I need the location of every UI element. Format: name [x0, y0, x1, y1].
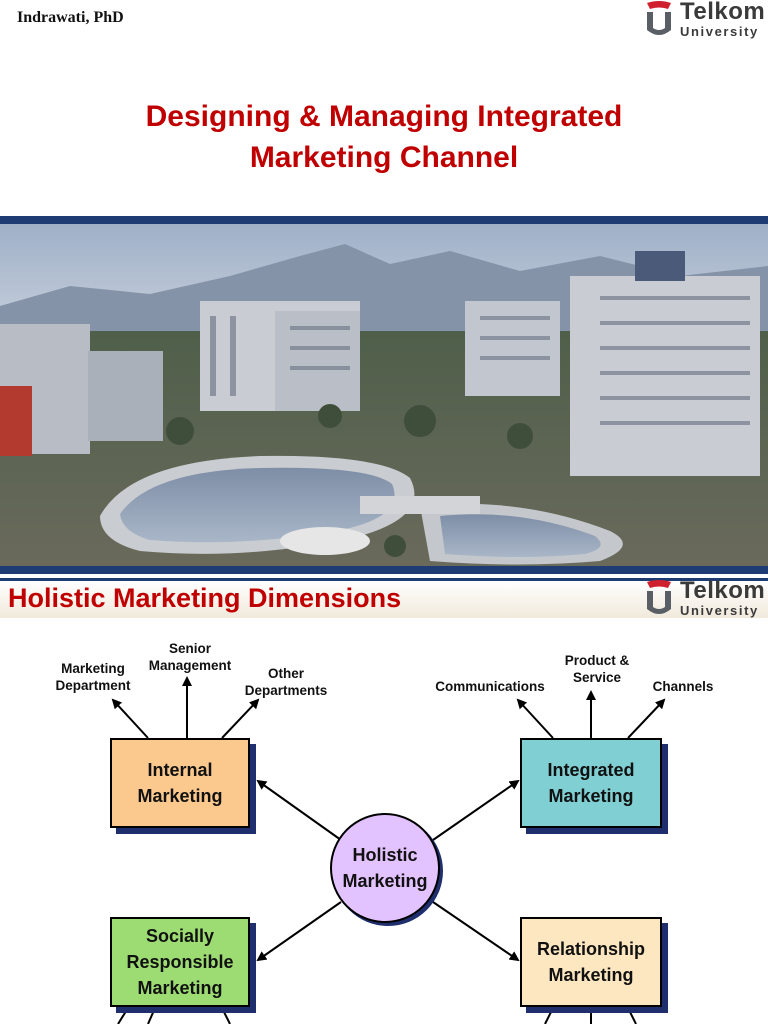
slide-header-banner: Holistic Marketing Dimensions Telkom Uni…	[0, 578, 768, 618]
author-name: Indrawati, PhD	[17, 9, 124, 26]
telkom-logo-mark-icon	[644, 0, 674, 38]
arrow-to-channels	[627, 698, 666, 739]
logo-word-telkom: Telkom	[680, 577, 766, 604]
arrow-stub-relationship-3	[627, 1007, 637, 1024]
holistic-marketing-hub: Holistic Marketing	[330, 813, 440, 923]
label-senior-management: Senior Management	[148, 641, 232, 673]
arrow-stub-relationship-1	[544, 1007, 554, 1024]
relationship-marketing-box: Relationship Marketing	[520, 917, 662, 1007]
arrow-hub-to-integrated	[432, 779, 520, 841]
holistic-marketing-label: Holistic Marketing	[342, 845, 428, 891]
slide-title: Designing & Managing Integrated Marketin…	[0, 96, 768, 178]
telkom-university-logo-2: Telkom University	[644, 579, 765, 617]
internal-marketing-label: Internal Marketing	[137, 760, 223, 806]
arrow-to-other-departments	[221, 698, 260, 739]
socially-responsible-marketing-label: Socially Responsible Marketing	[126, 926, 234, 998]
label-marketing-department: Marketing Department	[55, 661, 131, 693]
logo-word-telkom: Telkom	[680, 0, 766, 25]
arrow-to-marketing-department	[111, 698, 149, 739]
arrow-hub-to-internal	[256, 779, 342, 841]
content-slide: Holistic Marketing Dimensions Telkom Uni…	[0, 578, 768, 1024]
label-channels: Channels	[652, 679, 714, 694]
relationship-marketing-label: Relationship Marketing	[536, 939, 645, 985]
logo-word-university: University	[680, 603, 759, 618]
label-communications: Communications	[435, 679, 545, 694]
telkom-logo-mark-icon	[644, 579, 674, 617]
label-other-departments: Other Departments	[244, 666, 328, 698]
arrow-stub-social-2	[147, 1007, 156, 1024]
socially-responsible-marketing-box: Socially Responsible Marketing	[110, 917, 250, 1007]
internal-marketing-box: Internal Marketing	[110, 738, 250, 828]
slide-title-line1: Designing & Managing Integrated	[145, 100, 623, 133]
integrated-marketing-label: Integrated Marketing	[547, 760, 635, 806]
arrow-stub-social-3	[221, 1007, 231, 1024]
integrated-marketing-box: Integrated Marketing	[520, 738, 662, 828]
slide-title-line2: Marketing Channel	[249, 141, 519, 174]
title-slide: Indrawati, PhD Telkom University Designi…	[0, 0, 768, 574]
arrow-hub-to-relationship	[432, 901, 520, 962]
campus-aerial-photo	[0, 216, 768, 574]
label-product-service: Product & Service	[564, 653, 630, 685]
logo-word-university: University	[680, 24, 759, 39]
slide-heading: Holistic Marketing Dimensions	[8, 583, 402, 613]
arrow-stub-social-1	[117, 1007, 129, 1024]
arrow-to-communications	[516, 698, 554, 739]
arrow-hub-to-social	[256, 901, 342, 962]
telkom-university-logo: Telkom University	[644, 0, 765, 38]
holistic-marketing-diagram: Marketing Department Senior Management O…	[0, 618, 768, 1024]
